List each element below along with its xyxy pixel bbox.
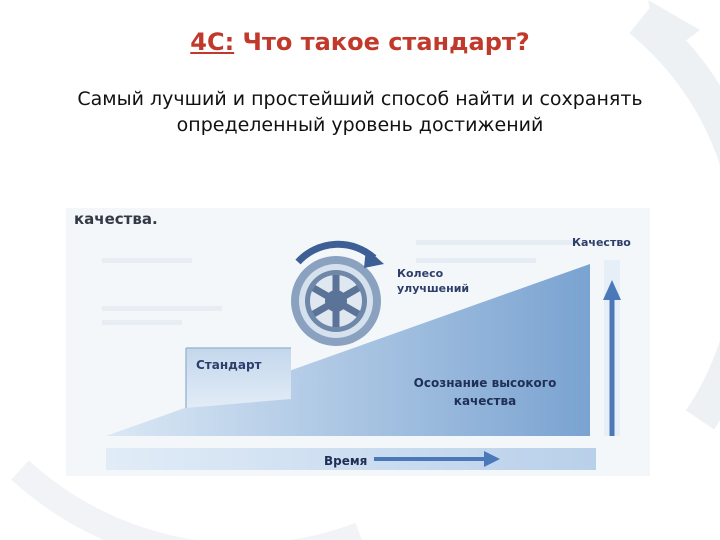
quality-arrow-icon (603, 260, 621, 436)
wheel-label-line-2: улучшений (397, 282, 470, 295)
awareness-line-2: качества (453, 394, 517, 408)
rotation-arrow-icon (295, 240, 384, 268)
quality-axis-label: Качество (572, 236, 631, 249)
improvement-wheel-icon (291, 256, 381, 346)
time-bar (106, 448, 596, 470)
improvement-wheel-label: Колесо улучшений (397, 266, 469, 296)
slide-subtitle: Самый лучший и простейший способ найти и… (77, 88, 643, 136)
slide-title: 4C: Что такое стандарт? (0, 28, 720, 56)
awareness-line-1: Осознание высокого (413, 376, 557, 390)
standard-block (186, 348, 291, 408)
diagram-graphics (102, 240, 621, 470)
standard-label: Стандарт (196, 358, 262, 372)
wheel-label-line-1: Колесо (397, 267, 444, 280)
quality-awareness-label: Осознание высокого качества (404, 374, 566, 410)
title-text: Что такое стандарт? (234, 28, 530, 56)
faded-background-text (102, 240, 576, 325)
quality-standard-diagram: качества. Качество Колесо улучшений Стан… (66, 208, 650, 476)
time-arrow-icon (374, 451, 500, 467)
time-axis-label: Время (324, 454, 368, 468)
title-prefix: 4C: (190, 28, 235, 56)
diagram-heading: качества. (74, 210, 158, 228)
